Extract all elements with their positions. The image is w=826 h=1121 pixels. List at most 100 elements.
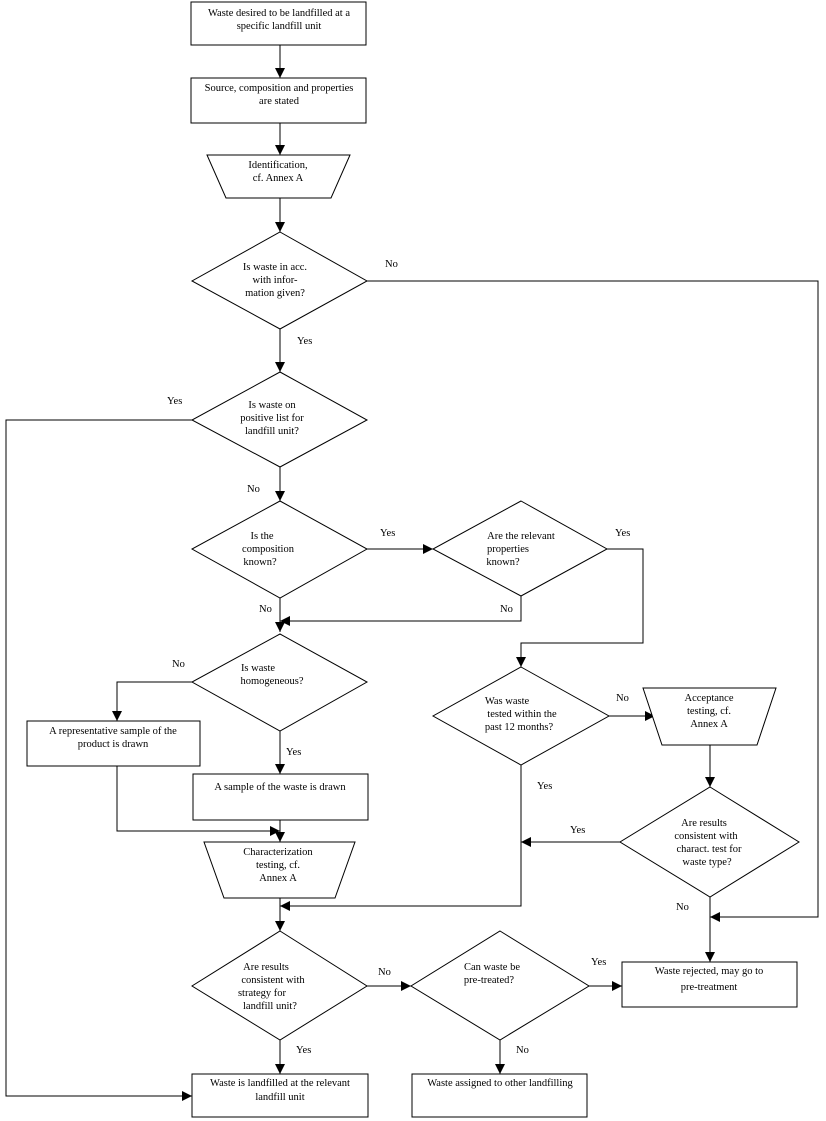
properties-decision: Are the relevant properties known? (431, 500, 609, 597)
svg-text:Waste is landfilled at the rel: Waste is landfilled at the relevant landf… (210, 1078, 350, 1103)
landfilled-line: Waste is landfilled at the relevant (210, 1078, 350, 1089)
svg-text:Waste assigned to other landfi: Waste assigned to other landfilling (427, 1078, 573, 1089)
edge-label-info-no: No (385, 259, 398, 270)
identification-line: cf. Annex A (253, 173, 304, 184)
start-box-line: specific landfill unit (237, 21, 322, 32)
edge-tested-yes-to-strategy (280, 765, 522, 911)
positive-list-line: positive list for (240, 413, 304, 424)
info-decision-line: with infor- (253, 275, 298, 286)
tested-line: tested within the (487, 709, 557, 720)
rejected-line: Waste rejected, may go to (655, 966, 764, 977)
charact-consistency-line: consistent with (674, 831, 738, 842)
other-landfilling-line: Waste assigned to other landfilling (427, 1078, 573, 1089)
edge-properties-yes-to-tested (516, 548, 644, 667)
edge-label-strategy-no: No (378, 967, 391, 978)
sample-box: A sample of the waste is drawn (192, 773, 369, 821)
info-decision-line: Is waste in acc. (243, 262, 307, 273)
edge-label-properties-no: No (500, 604, 513, 615)
landfilled-line: landfill unit (255, 1092, 304, 1103)
homogeneous-line: Is waste (241, 663, 275, 674)
identification-trapezoid: Identification, cf. Annex A (206, 154, 351, 199)
edge-label-pretreat-no: No (516, 1045, 529, 1056)
edge-label-positive-no: No (247, 484, 260, 495)
svg-text:Is waste in acc.with infor-mat: Is waste in acc. with infor-mation given? (243, 262, 307, 299)
rep-sample-line: A representative sample of the (49, 726, 177, 737)
rejected-box: Waste rejected, may go to pre-treatment (621, 961, 798, 1008)
edge-label-homogeneous-yes: Yes (286, 747, 301, 758)
charact-consistency-line: waste type? (682, 857, 732, 868)
source-box-line: Source, composition and properties (205, 83, 354, 94)
characterization-line: Characterization (243, 847, 313, 858)
connectors (5, 45, 819, 1101)
charact-consistency-decision: Are results consistent with charact. test … (619, 786, 800, 898)
start-box-line: Waste desired to be landfilled at a (208, 8, 350, 19)
positive-list-line: landfill unit? (245, 426, 299, 437)
pretreat-decision: Can waste be pre-treated? (410, 930, 590, 1041)
start-box: Waste desired to be landfilled at a speci… (190, 1, 367, 46)
acceptance-line: testing, cf. (687, 706, 731, 717)
rep-sample-line: product is drawn (78, 739, 149, 750)
edge-homogeneous-no-to-rep-sample (112, 681, 192, 721)
edge-label-charact-no: No (676, 902, 689, 913)
pretreat-line: pre-treated? (464, 975, 514, 986)
positive-list-decision: Is waste on positive list for landfill uni… (190, 371, 369, 468)
svg-text:Waste desired to be landfilled: Waste desired to be landfilled at a speci… (208, 8, 350, 32)
edge-label-composition-yes: Yes (380, 528, 395, 539)
tested-line: past 12 months? (485, 722, 554, 733)
edge-label-homogeneous-no: No (172, 659, 185, 670)
edge-label-charact-yes: Yes (570, 825, 585, 836)
edge-label-properties-yes: Yes (615, 528, 630, 539)
other-landfilling-box: Waste assigned to other landfilling (411, 1073, 588, 1118)
composition-line: composition (242, 544, 295, 555)
acceptance-line: Acceptance (685, 693, 734, 704)
svg-text:A sample of the waste is drawn: A sample of the waste is drawn (214, 782, 346, 793)
edge-labels: No Yes Yes No Yes No Yes No No Yes No Ye… (167, 259, 689, 1056)
strategy-consistency-line: strategy for (238, 988, 287, 999)
sample-line: A sample of the waste is drawn (214, 782, 346, 793)
representative-sample-box: A representative sample of the product is… (26, 720, 201, 767)
edge-positive-yes-to-landfilled (5, 419, 192, 1101)
source-box: Source, composition and properties are st… (190, 77, 367, 124)
svg-text:Source, composition and proper: Source, composition and properties are st… (205, 83, 354, 107)
svg-text:A representative sample of the: A representative sample of the product is… (49, 726, 177, 750)
characterization-line: Annex A (259, 873, 297, 884)
properties-line: properties (487, 544, 529, 555)
homogeneous-decision: Is waste homogeneous? (190, 633, 369, 732)
source-box-line: are stated (259, 96, 300, 107)
rejected-line: pre-treatment (681, 982, 738, 993)
edge-label-tested-no: No (616, 693, 629, 704)
identification-line: Identification, (248, 160, 307, 171)
edge-rep-sample-to-characterization (116, 766, 280, 836)
properties-line: Are the relevant (487, 531, 555, 542)
pretreat-line: Can waste be (464, 962, 520, 973)
edge-label-pretreat-yes: Yes (591, 957, 606, 968)
properties-line: known? (486, 557, 520, 568)
acceptance-trapezoid: Acceptance testing, cf. Annex A (642, 687, 777, 746)
positive-list-line: Is waste on (248, 400, 296, 411)
acceptance-line: Annex A (690, 719, 728, 730)
homogeneous-line: homogeneous? (241, 676, 304, 687)
svg-text:Identification,cf. Annex A: Identification, cf. Annex A (248, 160, 307, 184)
charact-consistency-line: charact. test for (676, 844, 742, 855)
edge-label-composition-no: No (259, 604, 272, 615)
edge-label-strategy-yes: Yes (296, 1045, 311, 1056)
edge-properties-no-merge (280, 596, 522, 626)
strategy-consistency-line: Are results (243, 962, 289, 973)
info-decision-line: mation given? (245, 288, 305, 299)
edge-label-positive-yes: Yes (167, 396, 182, 407)
charact-consistency-line: Are results (681, 818, 727, 829)
